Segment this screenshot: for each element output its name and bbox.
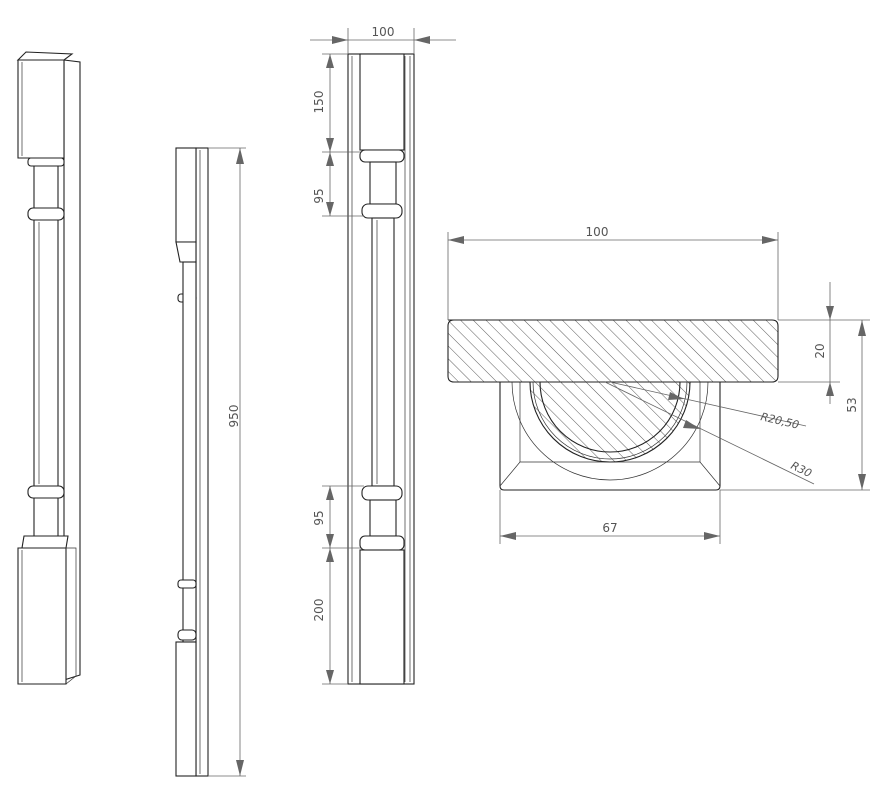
front-vertical-dimensions: 150 95 95 200 [312, 53, 364, 685]
section-base-width-dimension: 67 [499, 490, 721, 544]
baluster-front-view [347, 53, 415, 685]
section-thickness-label: 20 [813, 343, 827, 358]
baluster-isometric-view [16, 51, 81, 685]
section-width-dimension: 100 [447, 225, 779, 320]
base-block-label: 200 [312, 599, 326, 622]
outer-radius-label: R30 [789, 459, 814, 480]
section-height-label: 53 [845, 397, 859, 412]
front-width-label: 100 [372, 25, 395, 39]
front-width-dimension: 100 [310, 25, 456, 54]
section-width-label: 100 [586, 225, 609, 239]
section-thickness-dimension: 20 [778, 282, 870, 404]
top-block-label: 150 [312, 91, 326, 114]
side-height-dimension: 950 [208, 147, 246, 777]
section-base-width-label: 67 [602, 521, 617, 535]
side-height-label: 950 [227, 405, 241, 428]
inner-radius-label: R20,50 [759, 410, 800, 431]
lower-collar-label: 95 [312, 510, 326, 525]
baluster-side-view [175, 147, 209, 777]
cross-section-view [447, 319, 779, 491]
upper-collar-label: 95 [312, 188, 326, 203]
section-height-dimension: 53 [720, 320, 870, 491]
